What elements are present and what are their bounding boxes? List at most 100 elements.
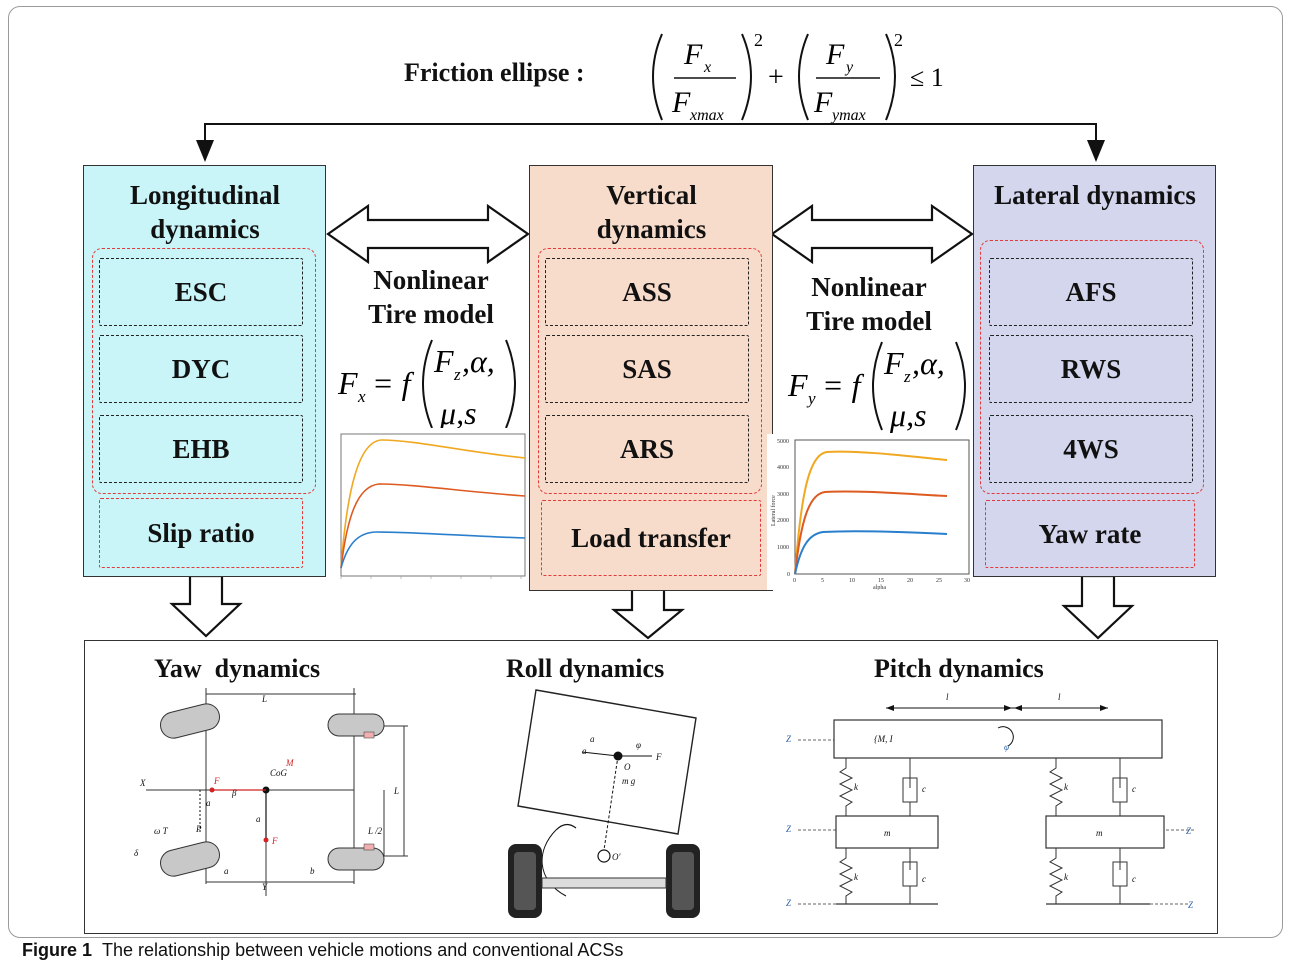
lateral-title: Lateral dynamics (994, 180, 1196, 210)
svg-text:,α,: ,α, (912, 345, 945, 381)
friction-ellipse-label: Friction ellipse : (404, 58, 585, 87)
ass-box: ASS (545, 258, 749, 326)
svg-text:0: 0 (793, 578, 796, 584)
wheel-fr-icon (160, 841, 220, 877)
friction-ellipse-formula: F x F xmax 2 + F y F ymax 2 ≤ 1 (652, 30, 944, 124)
tire-model-left-label: Nonlinear Tire model (368, 265, 494, 329)
svg-text:L: L (393, 786, 399, 796)
svg-text:CoG: CoG (270, 768, 288, 778)
svg-text:c: c (922, 874, 926, 884)
figure-caption-text: The relationship between vehicle motions… (102, 940, 624, 960)
svg-text:z: z (453, 365, 461, 384)
svg-text:y: y (844, 59, 854, 76)
svg-text:k: k (1064, 872, 1069, 882)
svg-text:= f: = f (372, 365, 415, 401)
svg-text:k: k (854, 872, 859, 882)
x-tick-labels: 0 5 10 15 20 25 30 (793, 578, 970, 584)
svg-text:F: F (813, 86, 833, 119)
tire-curve-plot-right: 5000 4000 3000 2000 1000 0 0 5 10 15 20 … (767, 434, 973, 590)
yaw-rate-label: Yaw rate (1038, 518, 1142, 549)
lateral-panel (973, 165, 1216, 577)
roll-center-icon (597, 849, 611, 863)
afs-box: AFS (989, 258, 1193, 326)
svg-text:2: 2 (754, 30, 763, 50)
svg-text:0: 0 (787, 572, 790, 578)
svg-text:F: F (787, 367, 808, 403)
slip-ratio-label: Slip ratio (147, 517, 255, 548)
svg-text:φ: φ (636, 740, 641, 750)
tire-curve-plot-left (335, 428, 529, 586)
axle (541, 877, 667, 889)
svg-text:F: F (825, 38, 845, 71)
unsprung-mass-rear (835, 815, 939, 849)
tire-model-right-formula: F y = f F z ,α, μ,s (787, 341, 966, 433)
yaw-rate-box: Yaw rate (985, 500, 1195, 568)
vertical-title: Vertical dynamics (596, 180, 707, 244)
svg-text:1000: 1000 (777, 545, 789, 551)
svg-text:≤ 1: ≤ 1 (910, 63, 944, 92)
unsprung-mass-front (1045, 815, 1165, 849)
double-arrow-left (326, 203, 530, 265)
arrow-down-right-head (1087, 140, 1105, 162)
roll-wheel-left-icon (508, 844, 542, 918)
svg-text:F: F (433, 343, 454, 379)
spring-f-icon (1048, 848, 1064, 904)
svg-text:a: a (224, 866, 229, 876)
sas-box: SAS (545, 335, 749, 403)
arrow-down-left-head (196, 140, 214, 162)
wheel-rr-icon (327, 843, 385, 871)
wheel-rl-icon (327, 713, 385, 739)
svg-text:{M, I: {M, I (874, 734, 894, 744)
svg-text:b: b (310, 866, 315, 876)
svg-text:O': O' (612, 852, 621, 862)
svg-text:2000: 2000 (777, 518, 789, 524)
ars-box: ARS (545, 415, 749, 483)
svg-text:5: 5 (821, 578, 824, 584)
svg-text:y: y (806, 389, 816, 408)
svg-text:F: F (271, 836, 278, 846)
x-axis-label: alpha (873, 585, 886, 590)
svg-text:xmax: xmax (689, 107, 724, 124)
lateral-group-box (980, 240, 1204, 494)
spring-mr-icon (838, 758, 854, 816)
svg-text:10: 10 (849, 578, 855, 584)
svg-text:l: l (1058, 692, 1061, 702)
roll-dynamics-title: Roll dynamics (506, 654, 665, 683)
svg-text:M: M (285, 758, 294, 768)
svg-text:a: a (582, 746, 587, 756)
svg-text:Y: Y (262, 882, 268, 892)
svg-text:= f: = f (822, 367, 865, 403)
y-tick-labels: 5000 4000 3000 2000 1000 0 (777, 439, 790, 578)
motion-panel (84, 640, 1218, 934)
svg-text:z: z (903, 367, 911, 386)
svg-text:k: k (1064, 782, 1069, 792)
svg-text:2: 2 (894, 30, 903, 50)
tire-model-left-formula: F x = f F z ,α, μ,s (337, 339, 516, 431)
svg-text:x: x (703, 59, 711, 76)
svg-text:+: + (768, 62, 784, 93)
svg-text:x: x (357, 387, 366, 406)
curve-mid-right (794, 490, 948, 575)
friction-bracket-line (204, 123, 1097, 160)
svg-text:φ: φ (1004, 742, 1009, 752)
svg-text:μ,s: μ,s (889, 397, 927, 433)
esc-box: ESC (99, 258, 303, 326)
svg-text:30: 30 (964, 578, 970, 584)
svg-text:c: c (1132, 784, 1136, 794)
vertical-group-box (538, 248, 762, 494)
tire-model-right-label: Nonlinear Tire model (806, 272, 932, 336)
svg-text:c: c (922, 784, 926, 794)
fx-num: F (683, 38, 703, 71)
svg-text:P: P (195, 824, 202, 834)
y-axis-label: Lateral force (770, 495, 777, 526)
figure-caption-label: Figure 1 (22, 940, 93, 960)
svg-text:m: m (1096, 828, 1103, 838)
svg-text:c: c (1132, 874, 1136, 884)
load-transfer-box: Load transfer (541, 500, 761, 576)
ehb-box: EHB (99, 415, 303, 483)
dyc-box: DYC (99, 335, 303, 403)
roll-diagram: a a φ F O m g O' (508, 689, 700, 918)
svg-text:4000: 4000 (777, 465, 789, 471)
svg-text:,α,: ,α, (462, 343, 495, 379)
svg-text:3000: 3000 (777, 492, 789, 498)
